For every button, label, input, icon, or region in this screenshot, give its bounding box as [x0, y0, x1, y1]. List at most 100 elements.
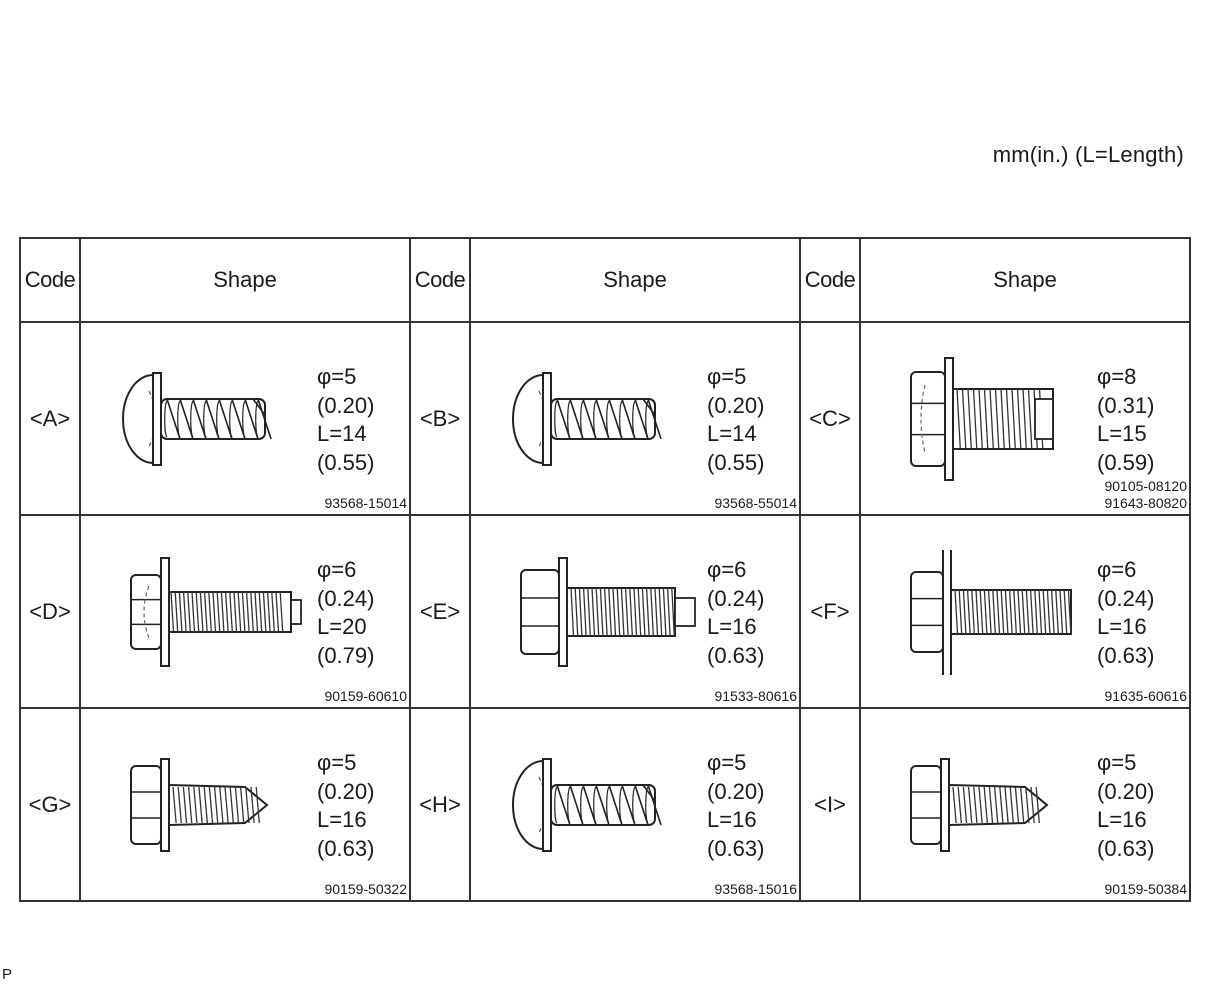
unit-note: mm(in.) (L=Length) [992, 142, 1184, 167]
length-inch-value: (0.59) [1097, 449, 1155, 475]
part-number: 90105-08120 [1104, 478, 1187, 494]
fastener-code: <I> [799, 707, 861, 902]
fastener-spec: φ=5 (0.20) L=16 (0.63) [1097, 749, 1154, 863]
length-value: L=16 [317, 807, 367, 832]
shape-header: Shape [79, 237, 411, 323]
table-row: <G>φ=5(0.20)L=16(0.63)90159-50322<H> φ=5… [19, 707, 1191, 902]
fastener-table: Code Shape Code Shape Code Shape <A> φ=5… [19, 237, 1191, 902]
diameter-value: φ=6 [707, 557, 747, 582]
fastener-code: <C> [799, 321, 861, 516]
hex-washer-tapping-screw-drawing [910, 758, 1049, 852]
diameter-value: φ=6 [1097, 557, 1137, 582]
part-number: 93568-55014 [714, 495, 797, 511]
fastener-code: <F> [799, 514, 861, 709]
diameter-inch-value: (0.20) [707, 778, 765, 804]
part-number: 90159-50384 [1104, 881, 1187, 897]
diameter-inch-value: (0.20) [1097, 778, 1155, 804]
length-value: L=16 [707, 807, 757, 832]
length-inch-value: (0.79) [317, 642, 375, 668]
table-row: <A> φ=5 (0.20) L=14 (0.55) 93568-15014<B> φ=… [19, 321, 1191, 516]
part-numbers: 91533-80616 [714, 688, 797, 705]
hex-flange-bolt-tip-drawing [910, 357, 1054, 481]
part-numbers: 90159-50384 [1104, 881, 1187, 898]
part-numbers: 93568-55014 [714, 495, 797, 512]
diameter-inch-value: (0.24) [1097, 585, 1155, 611]
length-value: L=16 [1097, 614, 1147, 639]
length-inch-value: (0.63) [707, 835, 765, 861]
length-inch-value: (0.55) [317, 449, 375, 475]
hex-washer-tapping-screw-drawing [130, 758, 269, 852]
hex-washer-bolt-drawing [910, 550, 1072, 675]
hex-flange-bolt-pilot-drawing [520, 557, 696, 667]
part-numbers: 93568-15014 [324, 495, 407, 512]
fastener-code: <H> [409, 707, 471, 902]
part-number: 91643-80820 [1104, 495, 1187, 511]
fastener-spec: φ=8 (0.31) L=15 (0.59) [1097, 363, 1154, 477]
part-numbers: 91635-60616 [1104, 688, 1187, 705]
table-row: <D> φ=6 (0.24) L=20 (0.79) 90159-60610<E> φ=6 (… [19, 514, 1191, 709]
diameter-inch-value: (0.24) [707, 585, 765, 611]
part-number: 91533-80616 [714, 688, 797, 704]
part-numbers: 90159-50322 [324, 881, 407, 898]
length-inch-value: (0.63) [707, 642, 765, 668]
length-value: L=14 [707, 421, 757, 446]
shape-header: Shape [859, 237, 1191, 323]
diameter-value: φ=8 [1097, 364, 1137, 389]
fastener-spec: φ=5 (0.20) L=14 (0.55) [707, 363, 764, 477]
length-inch-value: (0.63) [1097, 835, 1155, 861]
diameter-inch-value: (0.20) [317, 392, 375, 418]
length-value: L=15 [1097, 421, 1147, 446]
pan-head-tapping-screw-drawing [512, 372, 662, 466]
hex-washer-bolt-fine-drawing [130, 557, 302, 667]
fastener-shape-cell: φ=6 (0.24) L=20 (0.79) 90159-60610 [79, 514, 411, 709]
diameter-value: φ=6 [317, 557, 357, 582]
diameter-value: φ=5 [1097, 750, 1137, 775]
fastener-spec: φ=6 (0.24) L=20 (0.79) [317, 556, 374, 670]
fastener-shape-cell: φ=5 (0.20) L=16 (0.63) 93568-15016 [469, 707, 801, 902]
pan-head-tapping-screw-drawing [122, 372, 272, 466]
footer-mark: P [2, 966, 13, 983]
fastener-shape-cell: φ=6 (0.24) L=16 (0.63) 91635-60616 [859, 514, 1191, 709]
fastener-shape-cell: φ=5(0.20)L=16(0.63)90159-50322 [79, 707, 411, 902]
diameter-value: φ=5 [317, 364, 357, 389]
fastener-shape-cell: φ=5 (0.20) L=14 (0.55) 93568-15014 [79, 321, 411, 516]
fastener-spec: φ=5 (0.20) L=16 (0.63) [707, 749, 764, 863]
part-number: 93568-15014 [324, 495, 407, 511]
diameter-inch-value: (0.24) [317, 585, 375, 611]
diameter-value: φ=5 [707, 750, 747, 775]
code-header: Code [799, 237, 861, 323]
fastener-spec: φ=6 (0.24) L=16 (0.63) [1097, 556, 1154, 670]
fastener-code: <A> [19, 321, 81, 516]
length-inch-value: (0.63) [317, 835, 375, 861]
fastener-spec: φ=6 (0.24) L=16 (0.63) [707, 556, 764, 670]
shape-header: Shape [469, 237, 801, 323]
diameter-value: φ=5 [707, 364, 747, 389]
pan-head-tapping-screw-drawing [512, 758, 662, 852]
length-inch-value: (0.63) [1097, 642, 1155, 668]
length-value: L=16 [1097, 807, 1147, 832]
length-inch-value: (0.55) [707, 449, 765, 475]
code-header: Code [409, 237, 471, 323]
length-value: L=16 [707, 614, 757, 639]
part-number: 93568-15016 [714, 881, 797, 897]
part-numbers: 90159-60610 [324, 688, 407, 705]
code-header: Code [19, 237, 81, 323]
diameter-inch-value: (0.20) [707, 392, 765, 418]
diameter-inch-value: (0.31) [1097, 392, 1155, 418]
fastener-code: <B> [409, 321, 471, 516]
part-number: 90159-60610 [324, 688, 407, 704]
part-number: 90159-50322 [324, 881, 407, 897]
fastener-shape-cell: φ=5 (0.20) L=14 (0.55) 93568-55014 [469, 321, 801, 516]
fastener-spec: φ=5(0.20)L=16(0.63) [317, 749, 374, 863]
diameter-inch-value: (0.20) [317, 778, 375, 804]
fastener-code: <E> [409, 514, 471, 709]
fastener-shape-cell: φ=5 (0.20) L=16 (0.63) 90159-50384 [859, 707, 1191, 902]
length-value: L=14 [317, 421, 367, 446]
length-value: L=20 [317, 614, 367, 639]
table-header-row: Code Shape Code Shape Code Shape [19, 237, 1191, 323]
fastener-spec: φ=5 (0.20) L=14 (0.55) [317, 363, 374, 477]
fastener-code: <D> [19, 514, 81, 709]
part-number: 91635-60616 [1104, 688, 1187, 704]
